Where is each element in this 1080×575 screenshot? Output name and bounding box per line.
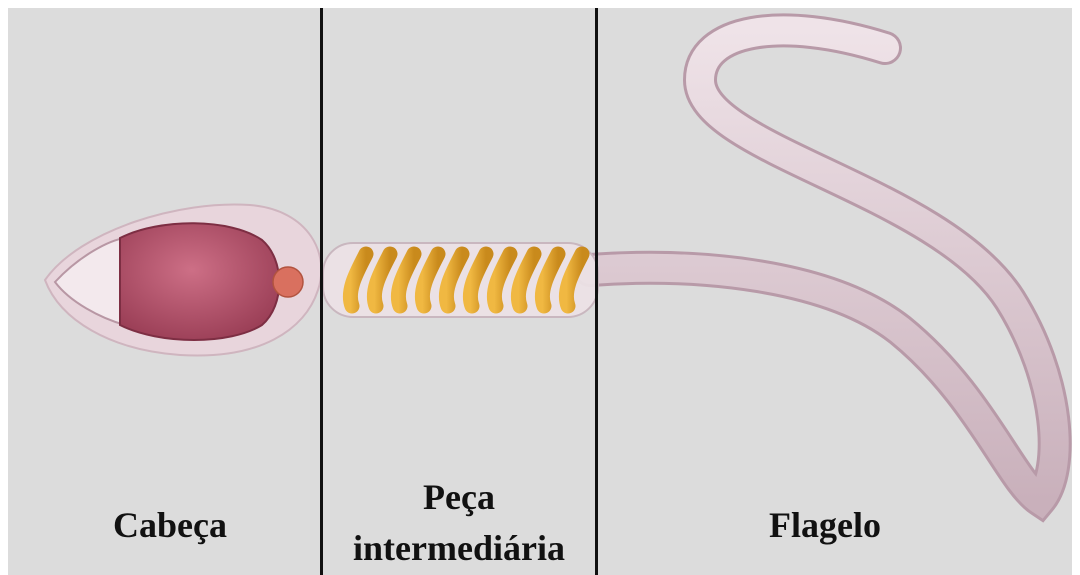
centriole — [273, 267, 303, 297]
label-head: Cabeça — [60, 503, 280, 547]
head — [45, 204, 321, 355]
label-midpiece-line1: Peça — [323, 475, 595, 519]
nucleus — [120, 223, 279, 340]
divider-midpiece-flagellum — [595, 8, 598, 575]
midpiece — [323, 243, 598, 317]
flagellum — [590, 30, 1055, 500]
label-midpiece-line2: intermediária — [323, 526, 595, 570]
label-flagellum: Flagelo — [700, 503, 950, 547]
